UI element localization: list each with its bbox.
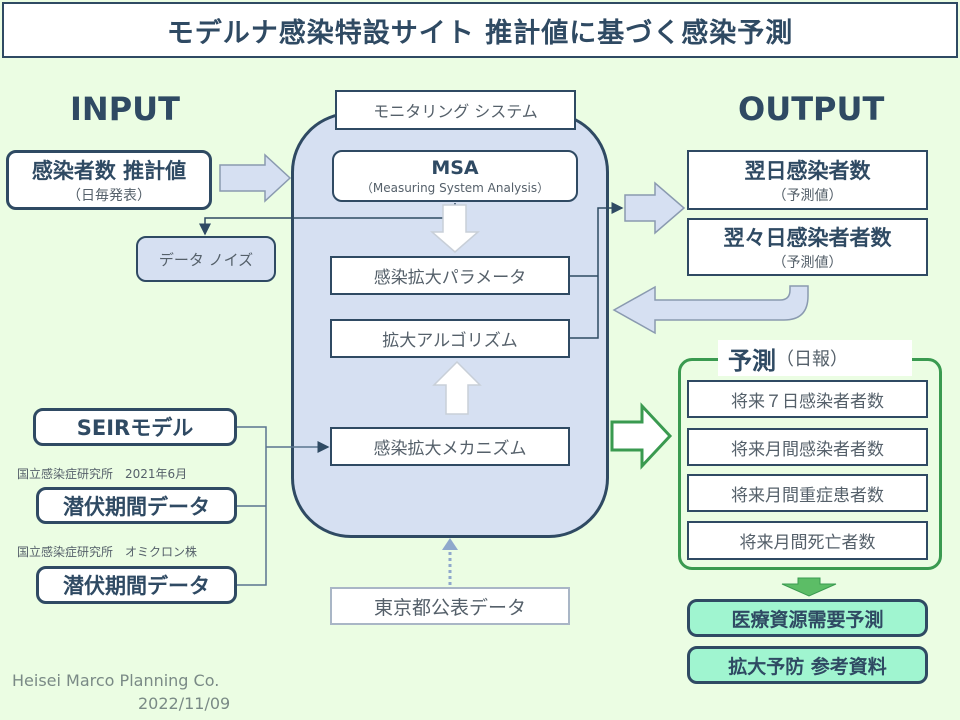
forecast-arrow <box>610 402 673 470</box>
mechanism-box: 感染拡大メカニズム <box>330 427 570 466</box>
forecast-item: 将来月間重症患者数 <box>687 474 928 512</box>
forecast-item: 将来月間死亡者数 <box>687 521 928 560</box>
incubation2-box: 潜伏期間データ <box>36 566 237 604</box>
forecast-item: 将来月間感染者者数 <box>687 428 928 466</box>
footer-company: Heisei Marco Planning Co. <box>12 671 220 690</box>
next-day-box: 翌日感染者数 （予測値） <box>687 150 928 210</box>
day-after-box: 翌々日感染者者数 （予測値） <box>687 218 928 276</box>
medical-resource-box: 医療資源需要予測 <box>687 599 928 637</box>
incubation2-caption: 国立感染症研究所 オミクロン株 <box>17 545 198 559</box>
up-hollow-arrow <box>432 360 482 415</box>
output-arrow <box>624 181 686 235</box>
input-arrow <box>219 153 292 203</box>
estimate-box: 感染者数 推計値 （日毎発表） <box>6 150 212 210</box>
feedback-arrow <box>612 285 809 335</box>
noise-line <box>199 203 456 236</box>
down-hollow-arrow <box>429 204 481 253</box>
output-heading: OUTPUT <box>738 90 885 128</box>
monitoring-label: モニタリング システム <box>335 90 576 130</box>
title-bar: モデルナ感染特設サイト 推計値に基づく感染予測 <box>2 2 958 58</box>
forecast-item: 将来７日感染者者数 <box>687 380 928 418</box>
forecast-title: 予測 （日報） <box>718 340 912 376</box>
incubation1-caption: 国立感染症研究所 2021年6月 <box>17 467 188 481</box>
parameter-box: 感染拡大パラメータ <box>330 256 570 295</box>
prevention-reference-box: 拡大予防 参考資料 <box>687 646 928 684</box>
input-heading: INPUT <box>70 90 180 128</box>
footer-date: 2022/11/09 <box>138 694 231 713</box>
result-down-arrow <box>781 577 837 597</box>
seir-box: SEIRモデル <box>33 408 237 446</box>
data-noise-box: データ ノイズ <box>136 236 276 282</box>
tokyo-data-box: 東京都公表データ <box>330 587 570 625</box>
incubation1-box: 潜伏期間データ <box>36 487 237 524</box>
page-title: モデルナ感染特設サイト 推計値に基づく感染予測 <box>166 17 794 49</box>
algorithm-box: 拡大アルゴリズム <box>330 319 570 358</box>
msa-box: MSA （Measuring System Analysis） <box>332 150 578 202</box>
